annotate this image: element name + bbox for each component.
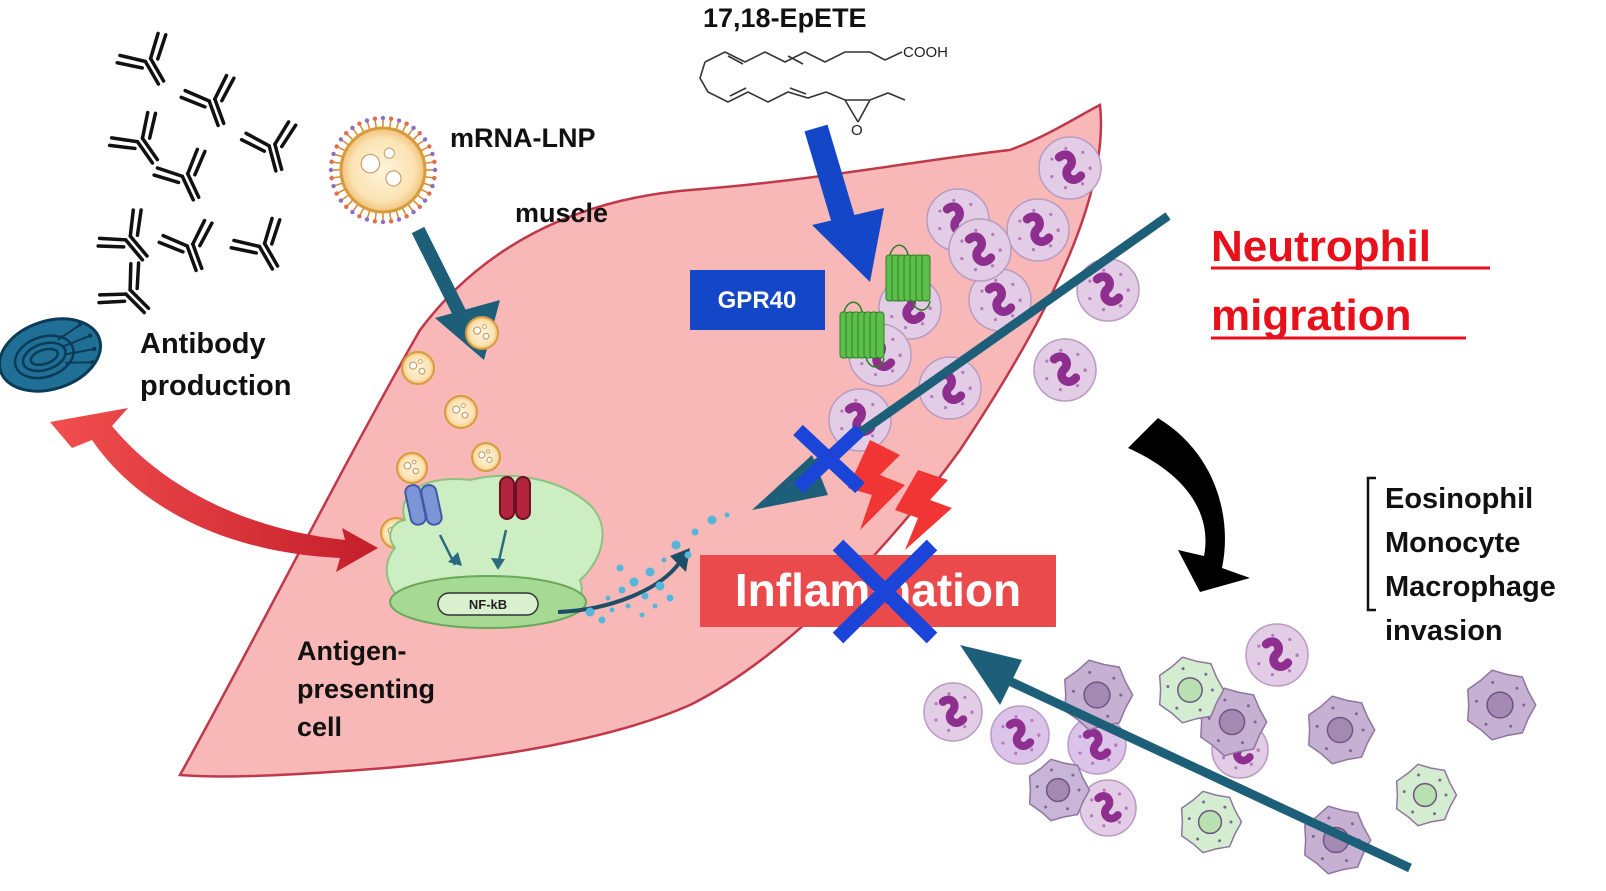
cytokine-dot [639,612,645,618]
cytokine-dot [629,577,639,587]
cytokine-dot [707,515,717,525]
pattern-recognition-receptor-red [499,476,531,520]
neutrophil-cell [1038,136,1102,200]
cytokine-dot [598,616,606,624]
lipid-nanoparticle-icon [444,395,478,429]
invasion-label-line2: Monocyte [1385,527,1520,559]
cytokine-dot [666,594,674,602]
lightning-bolt-icon [848,440,952,550]
antibody-cluster [96,31,298,315]
signal-arrows [438,529,508,570]
epete-to-gpr40-arrow [804,124,884,282]
mrna-lnp-label: mRNA-LNP [450,123,596,153]
macrophage-cell [1158,656,1225,724]
antibody-y-icon [229,216,282,271]
neutrophil-cell [1245,623,1309,687]
block-cross-icon [793,424,865,494]
invasion-bracket [1366,476,1376,612]
epete-structure [699,51,906,123]
gpr40-box [690,270,825,330]
cytokine-dot [724,512,730,518]
lipid-nanoparticle-icon [401,351,435,385]
antibody-label-line1: Antibody [140,328,266,360]
gpr40-receptor-icon [885,244,931,311]
lipid-nanoparticle-icon [396,452,428,484]
cytokine-dot [605,595,611,601]
cytokine-dot [671,540,681,550]
neutrophil-cell [990,705,1050,765]
cytokine-dot [661,557,667,563]
lipid-nanoparticle-icon [465,316,499,350]
apc-label-line2: presenting [297,674,435,704]
antibody-y-icon [97,261,151,315]
antibody-y-icon [179,73,236,128]
antibody-production-arrow [50,408,378,572]
nfkb-label: NF-kB [469,597,507,612]
muscle-label: muscle [515,198,608,228]
invasion-label-line1: Eosinophil [1385,483,1533,515]
pattern-recognition-receptor-blue [404,484,443,526]
neutrophil-label-line1: Neutrophil [1211,222,1431,271]
compound-label: 17,18-EpETE [703,3,867,33]
cooh-label: COOH [903,44,948,61]
antibody-y-icon [96,208,149,262]
cytokine-dot [691,528,699,536]
cytokine-dot [645,567,655,577]
macrophage-cell [1200,687,1268,757]
macrophage-cell [1304,805,1372,875]
cytokine-dot [652,603,658,609]
apc-label-line1: Antigen- [297,636,406,666]
macrophage-cell [1467,669,1537,741]
cytokine-dot [684,551,692,559]
lnp-icon-large [328,115,438,225]
plasma-cell-icon [0,317,103,393]
cytokine-dot [655,581,665,591]
neutrophil-cell [1006,198,1070,262]
gpr40-label: GPR40 [718,287,797,314]
cytokine-dots [585,512,730,624]
cytokine-dot [618,586,626,594]
antibody-y-icon [115,31,168,86]
cytokine-dot [625,603,631,609]
cytokine-release-arrow [557,560,682,614]
lipid-nanoparticle-icon [328,115,438,225]
neutrophil-cell [923,682,983,742]
macrophage-cell [1308,695,1376,765]
apc-label-line3: cell [297,712,342,742]
cytokine-dot [609,607,615,613]
macrophage-cell [1395,763,1458,827]
gpr40-receptor-icon [839,301,885,368]
invasion-arrow [960,645,1412,873]
process-flow-arrow [1128,418,1250,592]
neutrophil-cell [948,218,1012,282]
invasion-label-line3: Macrophage [1385,571,1556,603]
antibody-y-icon [152,147,207,202]
gpr40-receptors [839,244,931,368]
oxygen-label: O [851,122,863,139]
cytokine-dot [585,607,595,617]
invasion-label-line4: invasion [1385,615,1503,647]
lipid-nanoparticle-icon [471,442,501,472]
neutrophil-label-line2: migration [1211,291,1411,340]
block-cross-icon [832,539,938,644]
macrophage-cell [1028,758,1091,822]
neutrophil-cell [1033,338,1097,402]
cytokine-dot [641,592,649,600]
antibody-y-icon [107,110,160,165]
macrophage-cell [1180,790,1243,854]
cytokine-dot [616,564,624,572]
antibody-label-line2: production [140,370,291,402]
antibody-y-icon [157,218,214,273]
antibody-y-icon [239,120,298,173]
